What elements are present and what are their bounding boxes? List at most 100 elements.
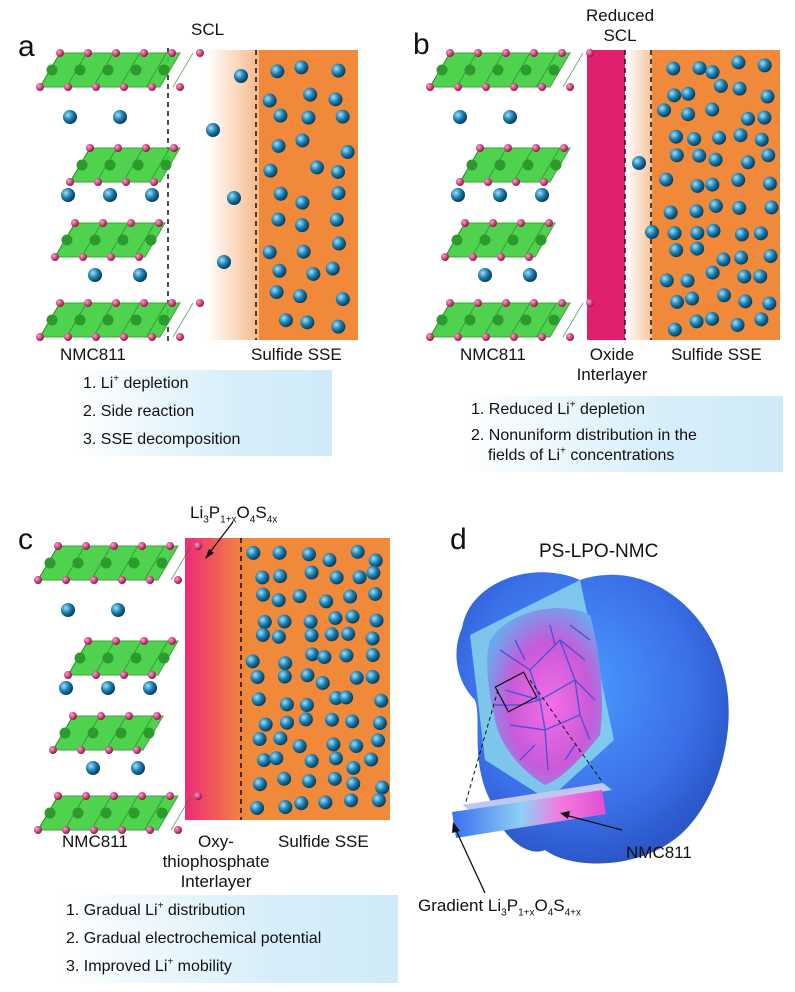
- li-ion: [346, 776, 361, 791]
- li-ion: [503, 110, 517, 124]
- oxygen-atom: [476, 144, 484, 152]
- oxygen-atom: [510, 83, 518, 91]
- li-ion: [250, 800, 265, 815]
- oxygen-atom: [517, 219, 525, 227]
- li-ion: [292, 589, 307, 604]
- li-ion: [374, 693, 389, 708]
- panel-a-note-2: 2. Side reaction: [83, 403, 195, 420]
- metal-atom: [128, 807, 140, 819]
- panel-c-notes: 1. Gradual Li+ distribution 2. Gradual e…: [58, 895, 398, 983]
- zoom-guide-line-2: [529, 679, 604, 784]
- metal-atom: [522, 159, 534, 171]
- li-ion: [271, 593, 286, 608]
- li-ion: [257, 614, 272, 629]
- li-ion: [251, 692, 266, 707]
- li-ion: [61, 188, 75, 202]
- li-ion: [451, 188, 465, 202]
- metal-atom: [74, 314, 86, 326]
- panel-d-nmc-label: NMC811: [626, 843, 692, 862]
- li-ion: [315, 675, 330, 690]
- metal-atom: [46, 314, 58, 326]
- octahedron-edge: [536, 52, 557, 88]
- zoom-guide-line-1: [464, 689, 499, 806]
- oxygen-atom: [64, 671, 72, 679]
- oxygen-atom: [110, 792, 118, 800]
- li-ion: [86, 761, 100, 775]
- li-ion: [667, 88, 682, 103]
- li-ion: [111, 603, 125, 617]
- octahedron-edge: [117, 545, 139, 581]
- metal-atom: [464, 64, 476, 76]
- li-ion: [335, 292, 350, 307]
- li-ion: [273, 186, 288, 201]
- li-ion: [252, 777, 267, 792]
- oxygen-atom: [454, 333, 462, 341]
- panel-b-li-ions: [632, 55, 779, 337]
- panel-a-letter: a: [18, 30, 35, 63]
- panel-b-letter: b: [413, 28, 430, 61]
- panel-c-formula-arrowhead: [205, 549, 214, 559]
- oxygen-atom: [540, 178, 548, 186]
- panel-c-li-ions: [245, 544, 390, 815]
- li-ion: [346, 760, 361, 775]
- li-ion: [131, 761, 145, 775]
- oxygen-atom: [170, 144, 178, 152]
- li-ion: [293, 289, 308, 304]
- oxygen-atom: [168, 299, 176, 307]
- octahedron-edge: [146, 52, 167, 88]
- li-ion: [706, 223, 721, 238]
- metal-atom: [479, 234, 491, 246]
- oxygen-atom: [69, 712, 77, 720]
- oxygen-atom: [138, 542, 146, 550]
- metal-atom: [158, 64, 170, 76]
- li-ion: [705, 311, 720, 326]
- panel-b-diagram: [426, 49, 780, 341]
- li-ion: [277, 669, 292, 684]
- li-ion: [670, 294, 685, 309]
- panel-a-li-ions: [206, 60, 355, 334]
- panel-c-formula-label: Li3P1+xO4S4x: [190, 503, 278, 526]
- li-ion: [731, 55, 746, 70]
- li-ion: [300, 668, 315, 683]
- oxygen-atom: [166, 542, 174, 550]
- li-ion: [757, 58, 772, 73]
- li-ion: [101, 681, 115, 695]
- oxygen-atom: [51, 253, 59, 261]
- li-ion: [349, 739, 364, 754]
- oxygen-atom: [446, 49, 454, 57]
- oxygen-atom: [461, 219, 469, 227]
- metal-atom: [160, 159, 172, 171]
- panel-b-oxide-interlayer: [587, 50, 625, 340]
- oxygen-atom: [176, 333, 184, 341]
- li-ion: [272, 263, 287, 278]
- li-ion: [319, 594, 334, 609]
- li-ion: [273, 108, 288, 123]
- oxygen-atom: [112, 49, 120, 57]
- li-ion: [263, 163, 278, 178]
- metal-atom: [102, 314, 114, 326]
- metal-atom: [466, 159, 478, 171]
- oxygen-atom: [168, 49, 176, 57]
- oxygen-atom: [120, 671, 128, 679]
- panel-b-note-2-cont: fields of Li+ concentrations: [488, 445, 675, 464]
- li-ion: [343, 589, 358, 604]
- metal-atom: [61, 234, 73, 246]
- oxygen-atom: [469, 253, 477, 261]
- zoom-box: [494, 671, 538, 713]
- octahedron-edge: [117, 795, 139, 831]
- oxygen-atom: [441, 253, 449, 261]
- metal-atom: [451, 234, 463, 246]
- li-ion: [278, 313, 293, 328]
- li-ion: [269, 751, 284, 766]
- li-ion: [273, 569, 288, 584]
- oxygen-atom: [489, 219, 497, 227]
- nmc-label-arrow: [564, 814, 623, 831]
- li-ion: [762, 296, 777, 311]
- oxygen-atom: [92, 83, 100, 91]
- li-ion: [246, 545, 261, 560]
- li-ion: [262, 93, 277, 108]
- oxygen-atom: [155, 219, 163, 227]
- metal-atom: [158, 652, 170, 664]
- oxygen-atom: [482, 83, 490, 91]
- li-ion: [689, 204, 704, 219]
